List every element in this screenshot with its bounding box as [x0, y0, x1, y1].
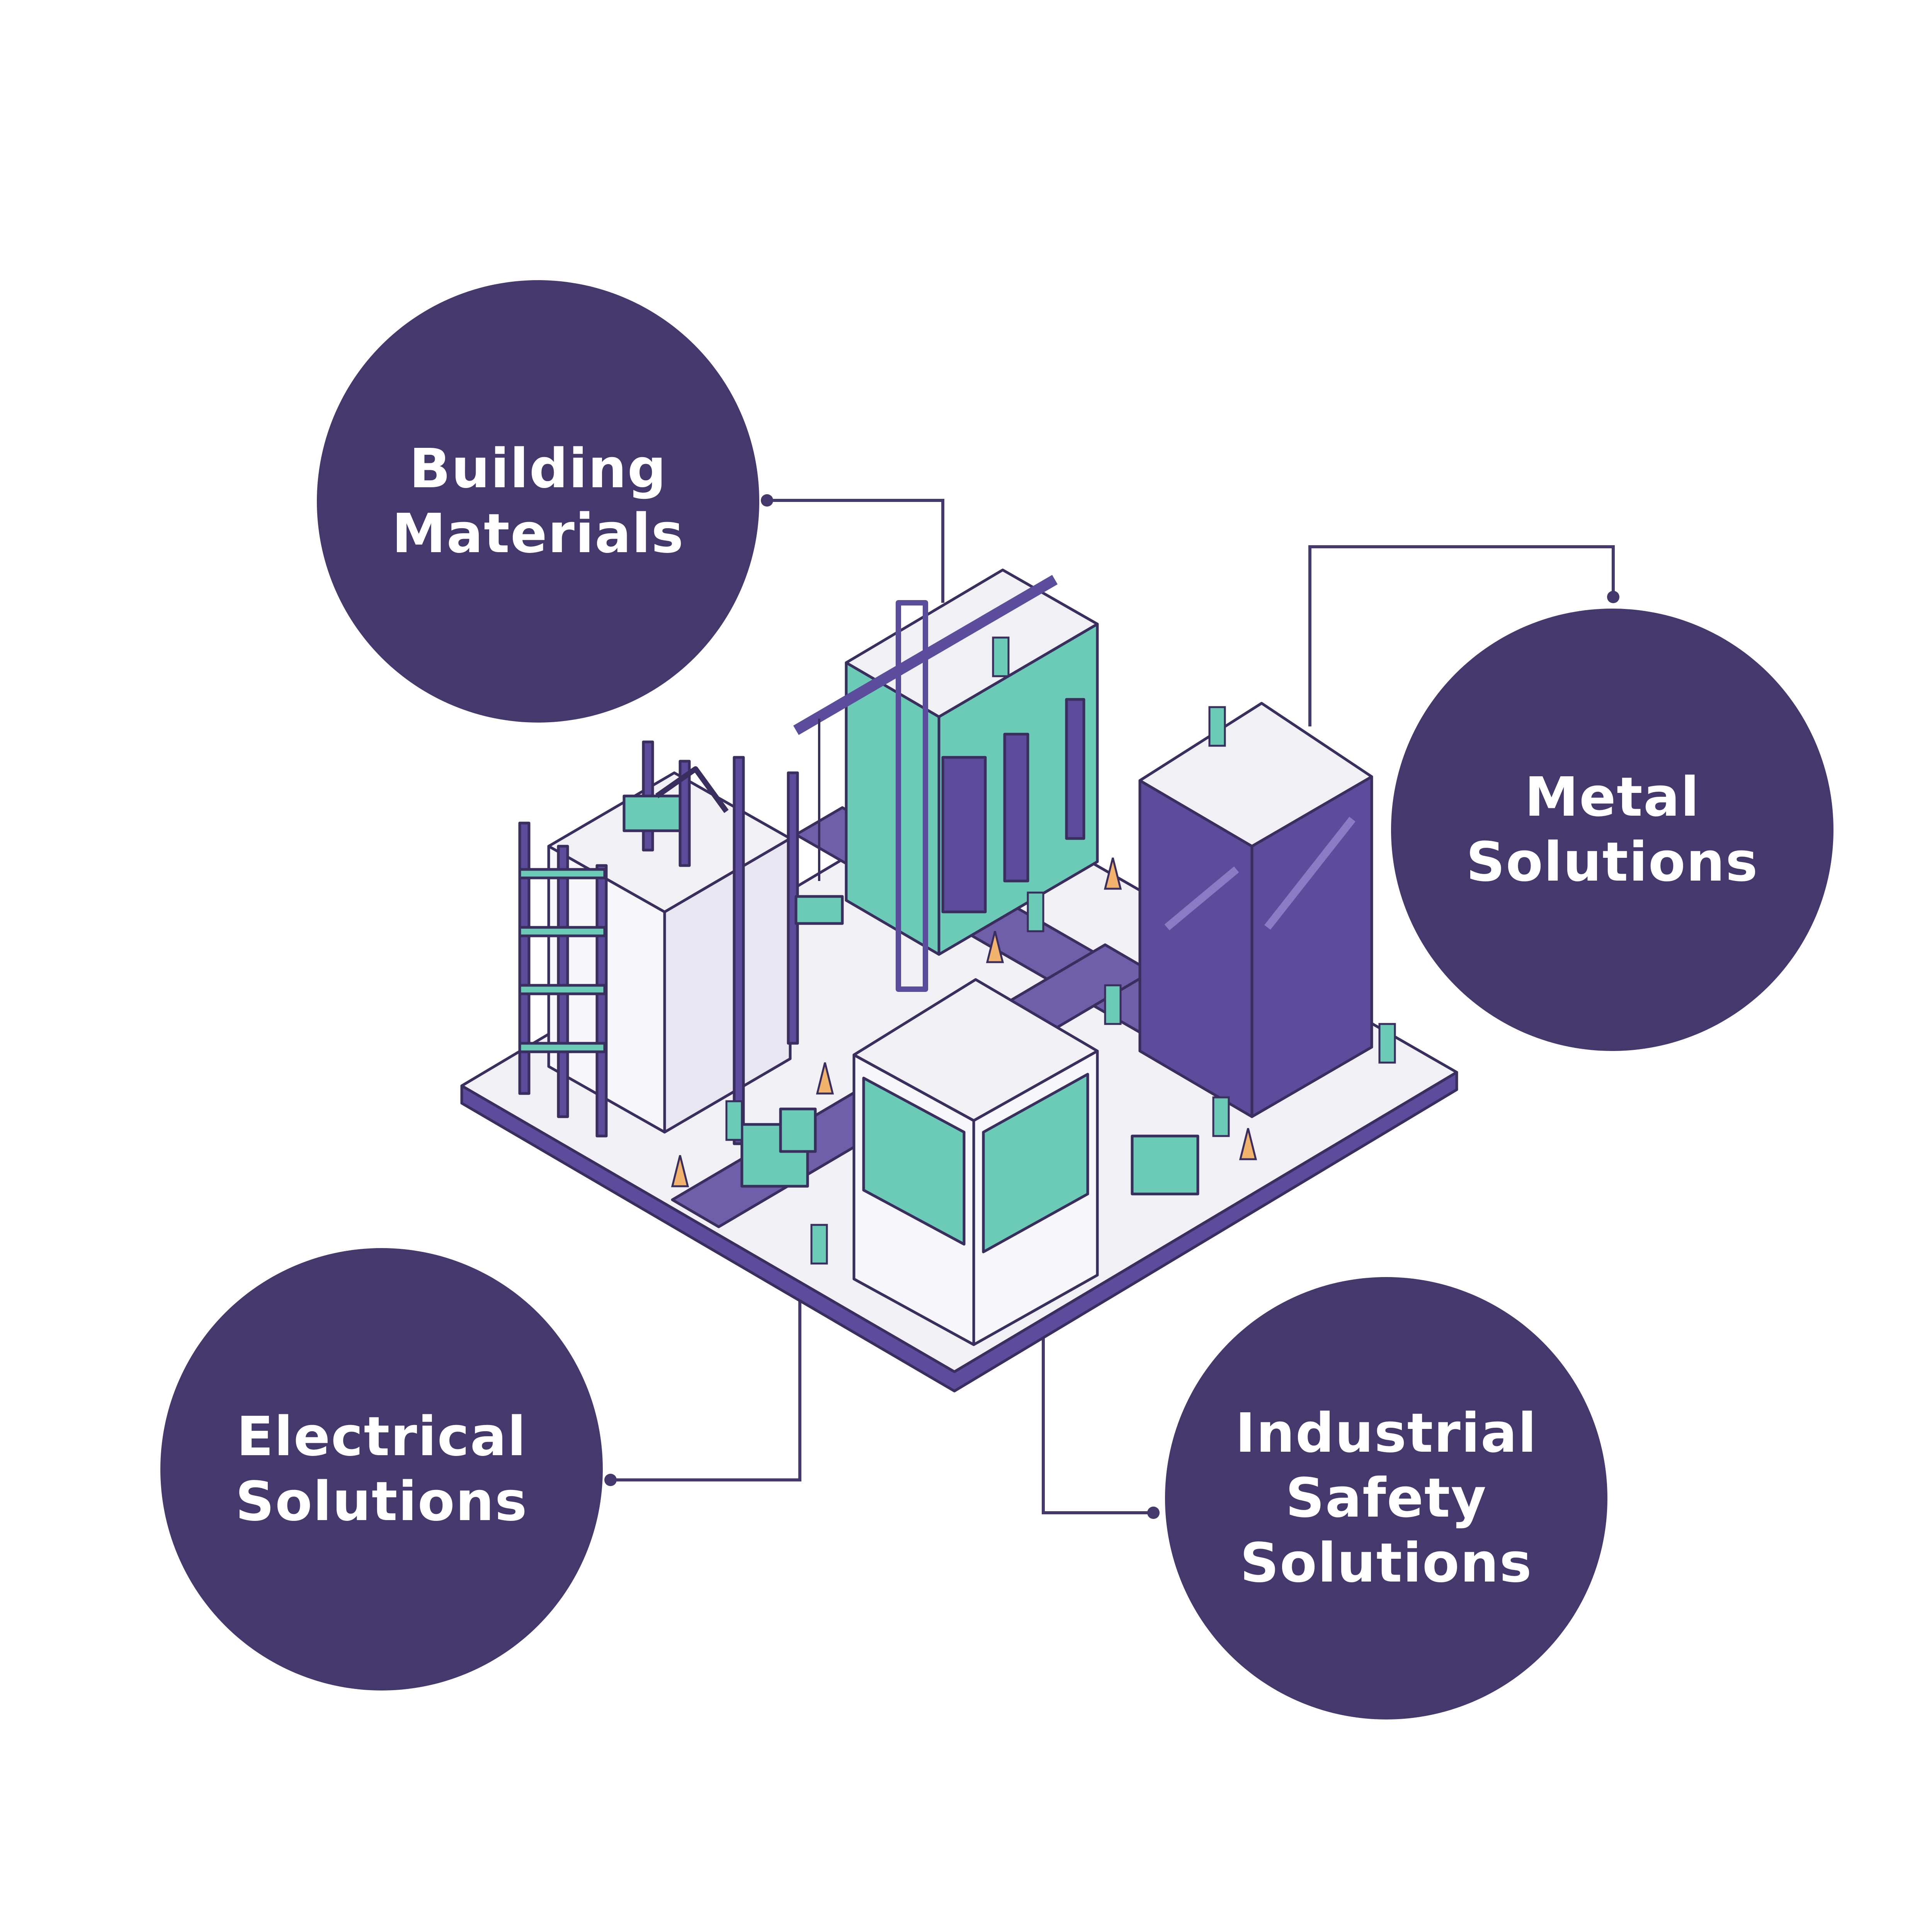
office-window-band	[982, 1073, 1089, 1253]
scaffold-post	[733, 756, 745, 1145]
worker-icon	[1027, 891, 1044, 932]
building-materials-node[interactable]: Building Materials	[317, 280, 759, 723]
window-strip	[1065, 698, 1085, 840]
traffic-cone-icon	[1104, 857, 1122, 890]
electrical-solutions-label: Electrical Solutions	[235, 1405, 528, 1533]
connector-metal-solutions	[1308, 545, 1615, 726]
worker-icon	[1104, 984, 1122, 1025]
scaffold-rail	[518, 926, 606, 937]
traffic-cone-icon	[986, 931, 1004, 963]
window-strip	[941, 756, 987, 913]
scaffold-rail	[518, 1042, 606, 1053]
worker-icon	[1208, 706, 1226, 747]
office-building-roof	[852, 978, 1099, 1122]
window-strip	[1003, 733, 1029, 883]
connector-dot	[1147, 1507, 1160, 1519]
worker-icon	[1378, 1023, 1396, 1064]
crane-load	[794, 895, 844, 925]
connector-industrial-safety	[1042, 1321, 1153, 1514]
electrical-solutions-node[interactable]: Electrical Solutions	[160, 1248, 603, 1690]
industrial-safety-solutions-label: Industrial Safety Solutions	[1235, 1401, 1537, 1595]
crane-jib	[793, 575, 1058, 735]
glass-reflection	[1164, 866, 1239, 930]
building-materials-label: Building Materials	[392, 437, 684, 565]
glass-reflection	[1264, 816, 1355, 930]
excavator-arm	[655, 766, 729, 813]
worker-icon	[1212, 1096, 1230, 1137]
metal-solutions-node[interactable]: Metal Solutions	[1391, 609, 1833, 1051]
connector-dot	[604, 1474, 617, 1486]
scaffold-post	[557, 845, 569, 1118]
traffic-cone-icon	[671, 1155, 689, 1187]
excavator-icon	[622, 794, 682, 832]
industrial-safety-solutions-node[interactable]: Industrial Safety Solutions	[1165, 1277, 1607, 1719]
forklift-icon	[1131, 1134, 1199, 1196]
scaffold-rail	[518, 868, 606, 879]
worker-icon	[992, 636, 1010, 677]
connector-dot	[1607, 591, 1619, 603]
traffic-cone-icon	[816, 1062, 834, 1095]
office-window-band	[862, 1077, 966, 1246]
connector-dot	[761, 494, 773, 507]
worker-icon	[810, 1224, 828, 1265]
connector-building-materials	[767, 499, 944, 603]
teal-building-roof	[845, 568, 1099, 718]
worker-icon	[725, 1100, 743, 1141]
truck-cab	[779, 1107, 817, 1153]
scaffold-rail	[518, 984, 606, 995]
traffic-cone-icon	[1239, 1128, 1257, 1160]
metal-solutions-label: Metal Solutions	[1466, 765, 1759, 894]
connector-electrical-solutions	[611, 1296, 801, 1481]
scaffold-post	[595, 864, 608, 1138]
tower-crane-icon	[896, 600, 928, 992]
